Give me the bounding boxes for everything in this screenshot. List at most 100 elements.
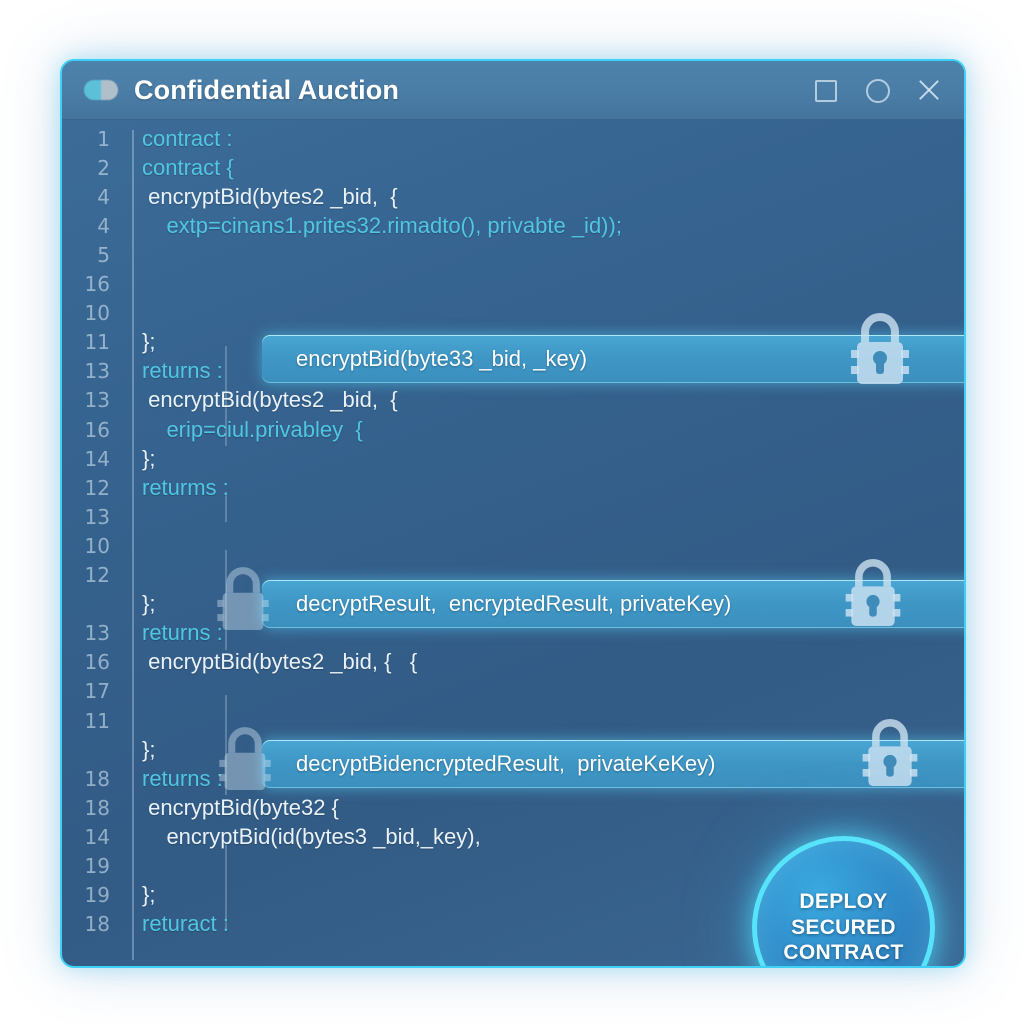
app-icon-right-half — [101, 80, 118, 100]
line-number: 18 — [84, 912, 110, 937]
padlock-icon — [214, 720, 276, 798]
indent-guide — [225, 550, 227, 650]
code-line-text: contract : — [142, 125, 233, 151]
code-line: 2 contract { — [62, 153, 964, 182]
encrypted-row-encrypt-bid[interactable]: encryptBid(byte33 _bid, _key) — [262, 335, 964, 383]
code-line: 13 — [62, 502, 964, 531]
line-number: 13 — [84, 359, 110, 384]
line-number: 1 — [97, 126, 110, 151]
code-line-text: erip=ciul.privabley { — [142, 416, 363, 442]
line-number: 11 — [84, 330, 110, 355]
deploy-button-label: DEPLOY SECURED CONTRACT — [783, 889, 904, 965]
code-line: 4 extp=cinans1.prites32.rimadto(), priva… — [62, 211, 964, 240]
code-line: 12 — [62, 561, 964, 590]
line-number: 4 — [97, 184, 110, 209]
line-number: 4 — [97, 213, 110, 238]
code-line: }; — [62, 590, 964, 619]
window-title: Confidential Auction — [134, 74, 399, 105]
padlock-icon — [845, 306, 915, 392]
app-pill-icon — [84, 80, 118, 100]
code-line-text: encryptBid(bytes2 _bid, { — [142, 183, 398, 209]
line-number: 18 — [84, 795, 110, 820]
padlock-icon — [857, 712, 923, 794]
code-line: 13 encryptBid(bytes2 _bid, { — [62, 386, 964, 415]
app-icon-left-half — [84, 80, 101, 100]
code-line: }; — [62, 735, 964, 764]
code-line: 19}; — [62, 881, 964, 910]
code-line: 18 returact : — [62, 910, 964, 939]
line-number: 14 — [84, 824, 110, 849]
code-line-text: encryptBid(byte32 { — [142, 794, 339, 820]
encrypted-row-decrypt-bid[interactable]: decryptBidencryptedResult, privateKeKey) — [262, 740, 964, 788]
code-line: 14}; — [62, 444, 964, 473]
line-number: 10 — [84, 301, 110, 326]
code-line: 13 returns : — [62, 357, 964, 386]
code-line-text: }; — [142, 591, 156, 617]
code-line-text: returms : — [142, 474, 229, 500]
code-line-text: encryptBid(bytes2 _bid, { — [142, 387, 398, 413]
application-window: Confidential Auction 1 contract : 2 contrac… — [60, 59, 966, 968]
indent-guide — [225, 346, 227, 446]
encrypted-row-text: decryptResult, encryptedResult, privateK… — [296, 591, 732, 616]
code-line-text: extp=cinans1.prites32.rimadto(), privabt… — [142, 212, 622, 238]
line-number: 19 — [84, 854, 110, 878]
line-number: 16 — [84, 417, 110, 442]
code-line: 10 — [62, 531, 964, 560]
line-number: 17 — [84, 679, 110, 704]
code-line-text: contract { — [142, 154, 234, 180]
line-number: 13 — [84, 388, 110, 413]
indent-guide — [225, 842, 227, 930]
code-line-text: }; — [142, 882, 156, 908]
code-line: 16 encryptBid(bytes2 _bid, { { — [62, 648, 964, 677]
title-bar[interactable]: Confidential Auction — [62, 61, 964, 120]
code-line-text: returns : — [142, 358, 223, 384]
code-line-text: }; — [142, 736, 156, 762]
code-line: 17 — [62, 677, 964, 706]
line-number: 16 — [84, 272, 110, 296]
code-line: 14 encryptBid(id(bytes3 _bid,_key), — [62, 822, 964, 851]
code-line: 5 — [62, 240, 964, 269]
code-line-text: returns : — [142, 765, 223, 791]
encrypted-row-decrypt-result[interactable]: decryptResult, encryptedResult, privateK… — [262, 580, 964, 628]
encrypted-row-text: decryptBidencryptedResult, privateKeKey) — [296, 751, 716, 776]
code-line: 18 encryptBid(byte32 { — [62, 793, 964, 822]
maximize-icon[interactable] — [812, 77, 838, 103]
encrypted-row-text: encryptBid(byte33 _bid, _key) — [296, 346, 588, 371]
code-line: 1 contract : — [62, 124, 964, 153]
line-number: 11 — [84, 708, 110, 733]
line-number: 18 — [84, 766, 110, 791]
window-controls — [812, 77, 942, 103]
line-number: 12 — [84, 563, 110, 587]
code-line-text: returact : — [142, 911, 229, 937]
code-line: 16 — [62, 270, 964, 299]
code-line: 13 returns : — [62, 619, 964, 648]
code-line-text: }; — [142, 329, 156, 355]
code-line: 11}; — [62, 328, 964, 357]
code-line-text: }; — [142, 445, 156, 471]
code-line-text: returns : — [142, 620, 223, 646]
indent-guide — [225, 492, 227, 522]
line-number: 5 — [97, 242, 110, 267]
line-number: 2 — [97, 155, 110, 180]
line-number: 16 — [84, 650, 110, 675]
line-number: 14 — [84, 446, 110, 471]
minimize-icon[interactable] — [864, 77, 890, 103]
line-number: 13 — [84, 621, 110, 646]
line-number: 19 — [84, 883, 110, 908]
code-line: 18 returns : — [62, 764, 964, 793]
code-line: 4 encryptBid(bytes2 _bid, { — [62, 182, 964, 211]
code-line-text: encryptBid(bytes2 _bid, { { — [142, 649, 418, 675]
line-number: 10 — [84, 533, 110, 558]
code-line: 19 — [62, 852, 964, 881]
gutter-divider — [132, 130, 134, 960]
padlock-icon — [212, 560, 274, 638]
code-line-text: encryptBid(id(bytes3 _bid,_key), — [142, 823, 481, 849]
padlock-icon — [840, 552, 906, 634]
indent-guide — [225, 695, 227, 795]
line-number: 13 — [84, 504, 110, 529]
code-line: 10 — [62, 299, 964, 328]
code-line: 11 — [62, 706, 964, 735]
close-icon[interactable] — [916, 77, 942, 103]
